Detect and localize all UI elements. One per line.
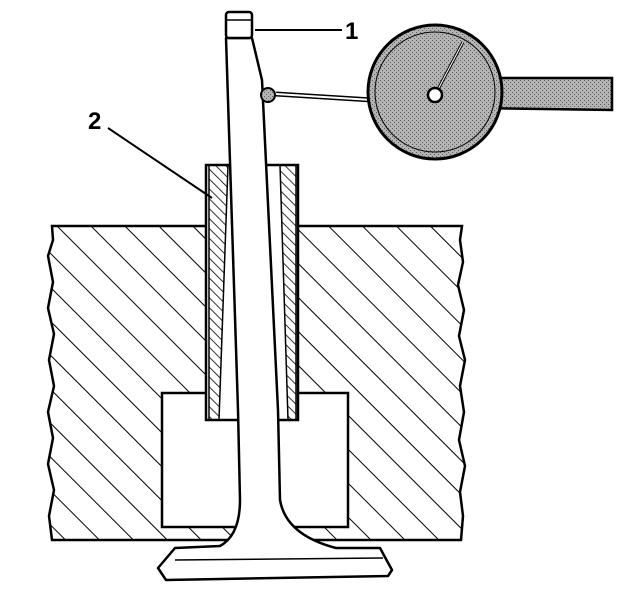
valve [156, 10, 394, 582]
dial-indicator [260, 23, 614, 161]
callout-2-label: 2 [88, 108, 101, 135]
callout-2-leader [107, 127, 213, 199]
callout-1-label: 1 [345, 18, 358, 45]
